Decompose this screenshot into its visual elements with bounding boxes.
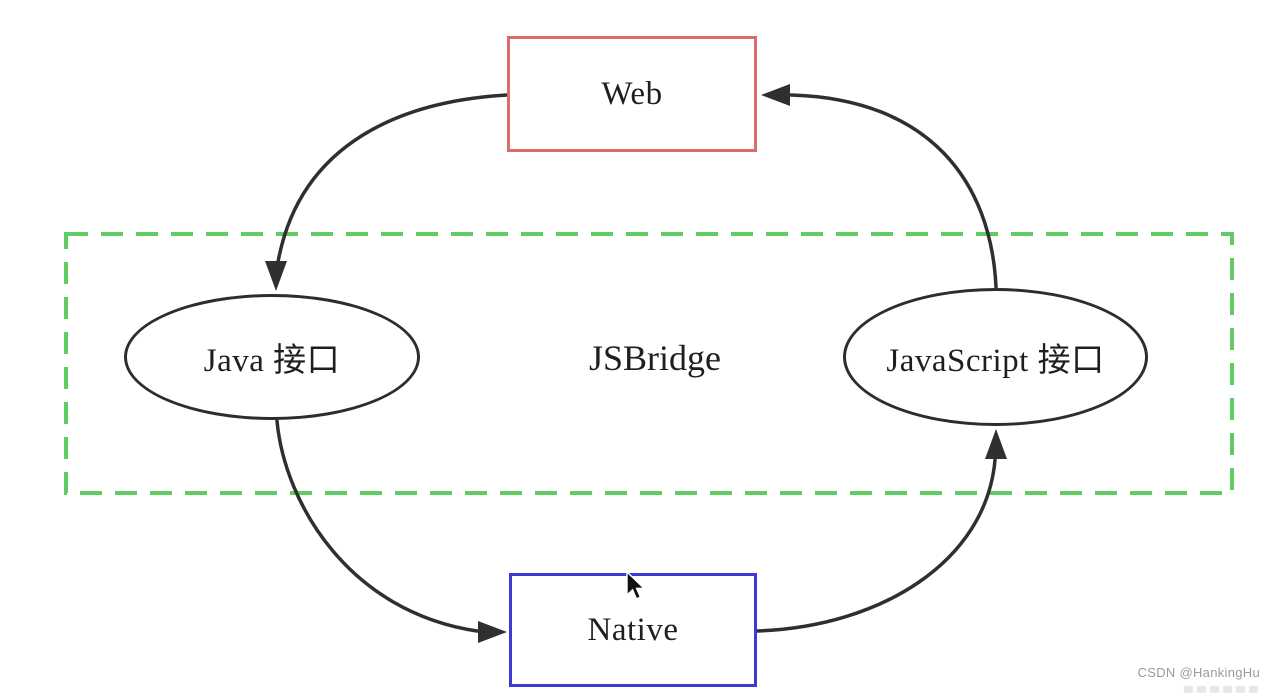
web-node-label: Web [601, 75, 663, 112]
java-api-node-label: Java 接口 [203, 343, 341, 379]
arrow-web-to-java-api [265, 93, 509, 291]
javascript-api-node-label: JavaScript 接口 [886, 343, 1105, 379]
jsbridge-center-label: JSBridge [588, 338, 721, 378]
jsbridge-container-outline [64, 232, 1234, 495]
web-node: Web [507, 36, 757, 152]
arrow-js-api-to-web [761, 84, 998, 289]
java-api-node: Java 接口 [124, 294, 420, 420]
native-node-label: Native [587, 611, 679, 648]
javascript-api-node: JavaScript 接口 [843, 288, 1148, 426]
arrow-native-to-js-api [755, 429, 1007, 633]
arrow-java-api-to-native [275, 419, 507, 643]
mouse-cursor-icon [626, 571, 646, 600]
partial-watermark-fragment [1184, 686, 1258, 693]
csdn-watermark: CSDN @HankingHu [1137, 665, 1260, 680]
